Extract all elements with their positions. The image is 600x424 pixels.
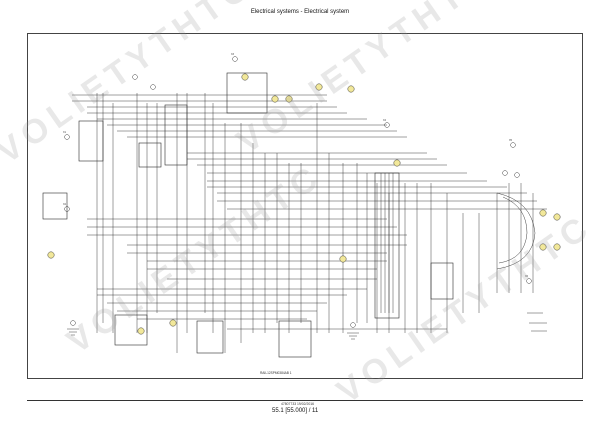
svg-text:X6: X6 [525,275,529,278]
svg-text:X3: X3 [231,53,235,56]
svg-text:X1: X1 [63,131,67,134]
page-number: 55.1 [55.000] / 11 [272,408,319,414]
svg-text:X2: X2 [63,203,67,206]
page-title: Electrical systems - Electrical system [250,9,350,15]
figure-reference: RAIL12SPM0384AB 1 [260,371,292,375]
document-reference: 47807733 19/02/2016 [281,402,314,406]
schematic-frame [27,33,583,379]
footer-rule [27,400,583,401]
svg-text:X4: X4 [383,119,387,122]
svg-text:X5: X5 [509,139,513,142]
